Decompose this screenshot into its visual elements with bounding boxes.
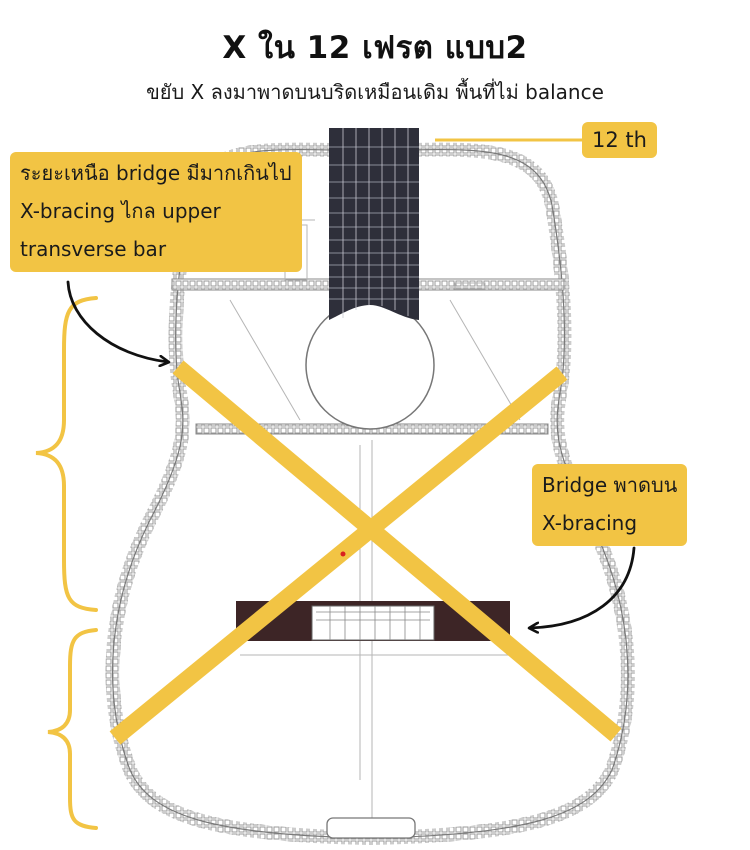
page-title: X ใน 12 เฟรต แบบ2 [222,30,528,66]
fret-12-label: 12 th [582,122,657,158]
bridge-callout-line-1: Bridge พาดบน [542,473,678,497]
arrow-to-x-bracing-upper [66,280,168,362]
above-bridge-callout-line-3: transverse bar [20,237,167,261]
tail-block [326,817,416,839]
reference-dot [340,551,346,557]
above-bridge-callout-line-1: ระยะเหนือ bridge มีมากเกินไป [20,161,292,185]
above-bridge-callout-line-2: X-bracing ไกล upper [20,199,221,223]
upper-curly-brace [35,296,98,612]
bridge-callout: Bridge พาดบน X-bracing [532,464,688,546]
lower-curly-brace [47,628,98,830]
page-subtitle: ขยับ X ลงมาพาดบนบริดเหมือนเดิม พื้นที่ไม… [146,80,604,104]
x-brace-right-to-left [109,366,568,745]
arrow-to-bridge [530,546,636,628]
x-brace-left-to-right [172,360,622,742]
fretboard [329,128,419,320]
bridge-callout-line-2: X-bracing [542,511,638,535]
x-bracing [109,360,622,745]
above-bridge-callout: ระยะเหนือ bridge มีมากเกินไป X-bracing ไ… [10,152,302,272]
sound-hole [305,300,435,430]
